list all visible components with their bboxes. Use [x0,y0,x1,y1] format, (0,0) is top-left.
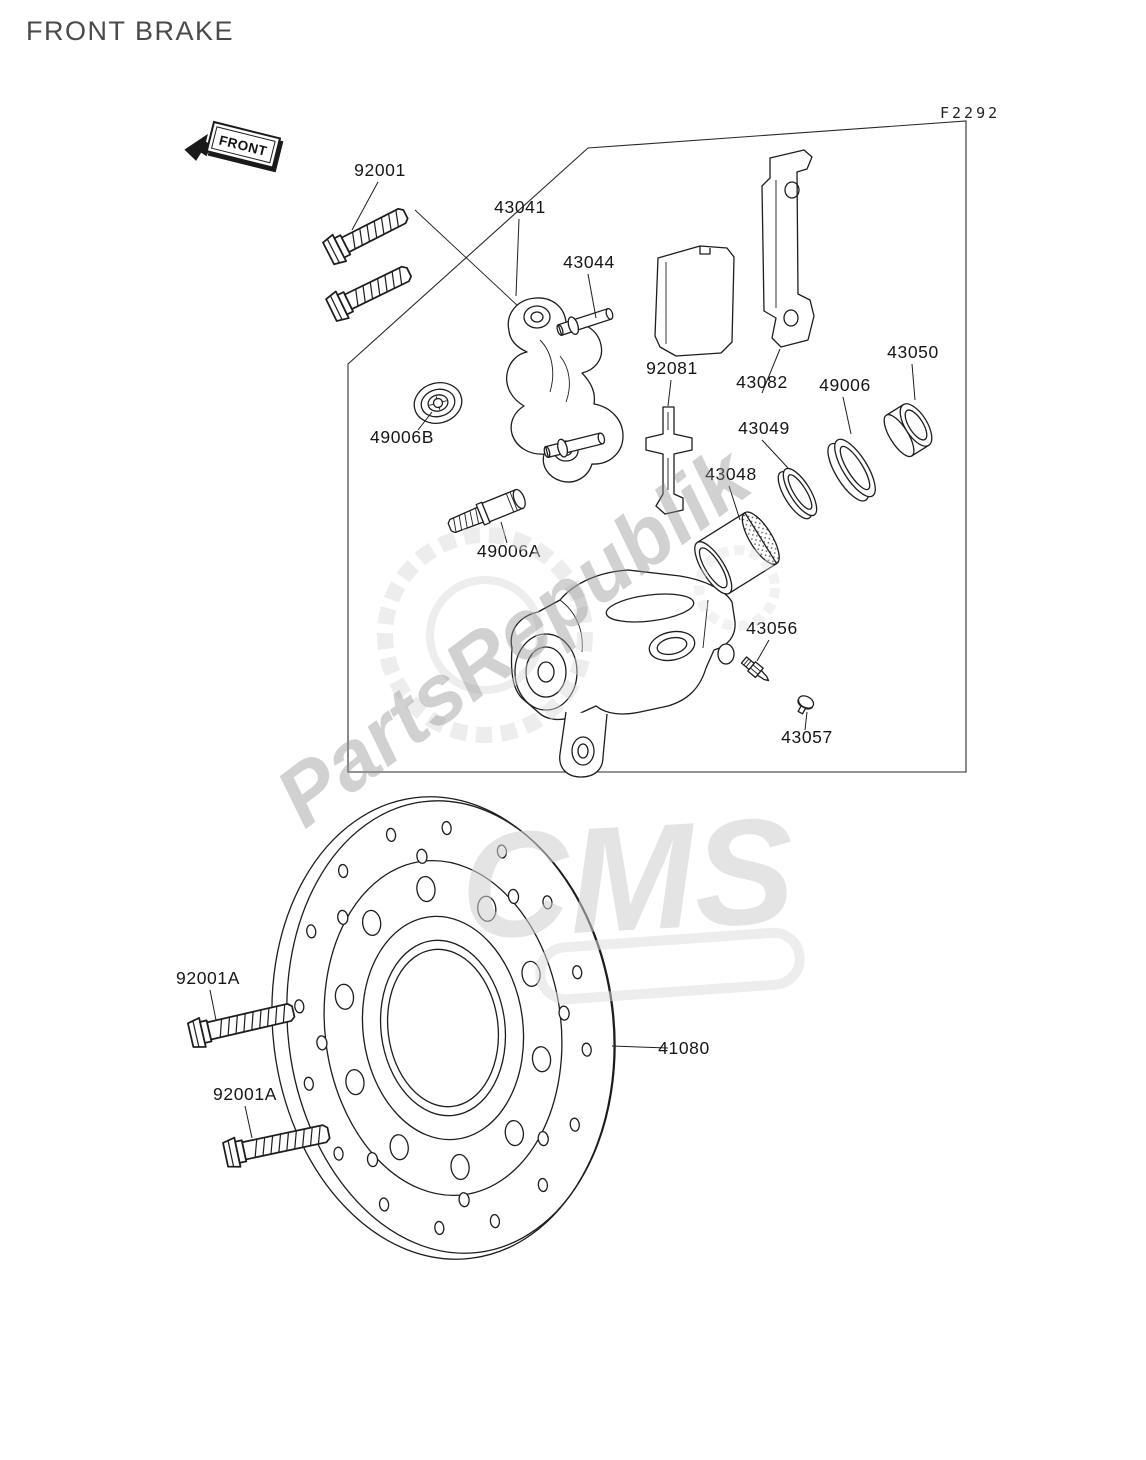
brake-disc-drawing [271,796,616,1260]
frame-border [347,120,967,773]
part-label-49006B: 49006B [370,427,434,447]
dust-seal-drawing [827,438,876,502]
bleeder-valve-drawing [740,656,770,682]
bleeder-cap-drawing [797,695,815,715]
part-label-49006: 49006 [819,375,871,395]
part-label-92081: 92081 [646,358,698,378]
part-label-43041: 43041 [494,197,546,217]
part-label-43057: 43057 [781,727,833,747]
pad-spring-drawing [645,406,693,515]
slide-pins-drawing [543,307,614,459]
front-direction-flag: FRONT [184,120,284,173]
part-label-43049: 43049 [738,418,790,438]
piston-cap-drawing [883,403,933,458]
part-label-43050: 43050 [887,342,939,362]
part-label-43082: 43082 [736,372,788,392]
piston-seal-drawing [777,467,818,520]
part-label-41080: 41080 [658,1038,710,1058]
part-label-49006A: 49006A [477,541,541,561]
part-label-43044: 43044 [563,252,615,272]
part-label-43048: 43048 [705,464,757,484]
part-label-43056: 43056 [746,618,798,638]
watermark-gear-inner [426,576,544,694]
pin-boot-drawing [413,382,463,424]
brake-pads-drawing [654,149,815,357]
part-label-92001A-2: 92001A [213,1084,277,1104]
watermark-gear-small-icon [694,545,780,631]
pin-bolt-drawing [447,488,526,534]
part-label-92001: 92001 [354,160,406,180]
watermark-gear-icon [377,527,593,743]
leader-lines [209,181,916,1139]
watermark-ribbon [535,927,805,1005]
page-title: FRONT BRAKE [26,16,234,46]
piston-drawing [694,511,780,595]
front-arrow-icon [184,133,212,161]
figure-code: F2292 [940,104,1000,122]
caliper-body-drawing [510,569,736,778]
part-label-92001A-1: 92001A [176,968,240,988]
mounting-bolts-drawing [320,200,417,325]
